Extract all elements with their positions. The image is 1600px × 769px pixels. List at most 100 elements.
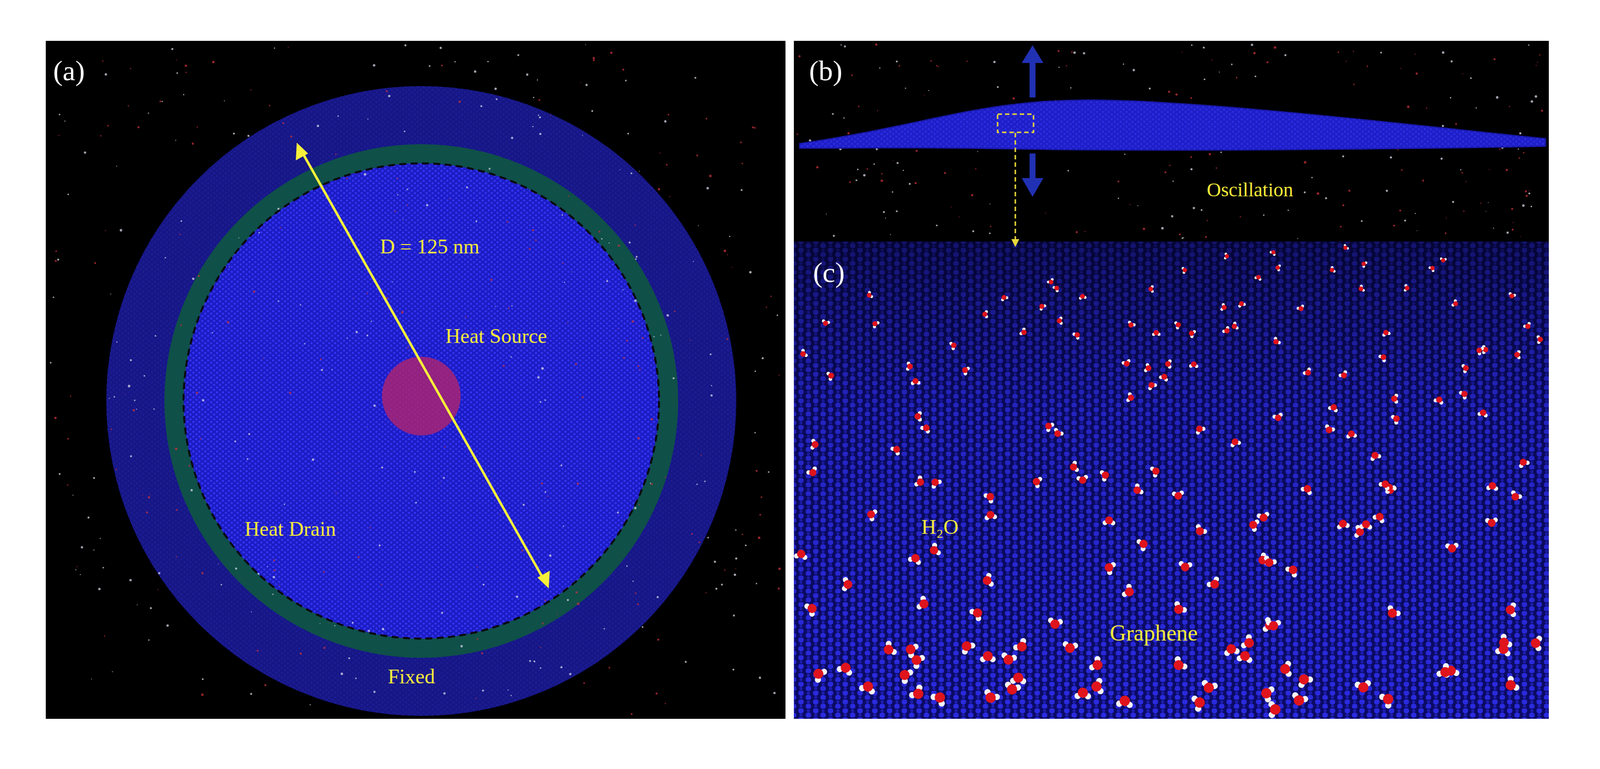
water-speck (936, 224, 939, 227)
water-speck (650, 482, 652, 484)
water-molecule (1495, 632, 1514, 652)
fixed-lattice (106, 86, 737, 717)
oxygen-atom (1194, 424, 1205, 434)
oxygen-atom (861, 680, 875, 693)
water-molecule (1149, 464, 1162, 479)
water-speck (319, 623, 321, 625)
water-speck (1183, 237, 1185, 239)
water-molecule (979, 651, 996, 663)
water-molecule (982, 310, 989, 319)
water-speck (923, 94, 925, 96)
water-speck (884, 217, 886, 219)
water-molecule (1101, 559, 1117, 577)
water-speck (148, 639, 150, 642)
water-molecule (1516, 456, 1531, 470)
water-speck (449, 198, 451, 200)
water-speck (726, 338, 729, 341)
water-speck (855, 179, 858, 182)
water-speck (1525, 194, 1528, 197)
oxygen-atom (1224, 253, 1230, 259)
water-molecule (1115, 694, 1134, 709)
oxygen-atom (1514, 351, 1520, 358)
water-speck (367, 629, 371, 633)
water-speck (79, 574, 81, 576)
water-speck (91, 678, 93, 680)
water-speck (592, 57, 596, 60)
water-speck (598, 230, 601, 233)
water-speck (66, 484, 69, 486)
oxygen-atom (871, 320, 879, 328)
oxygen-atom (1248, 519, 1258, 530)
water-molecule (905, 361, 914, 372)
water-speck (1190, 97, 1193, 100)
region-label: Heat Drain (244, 517, 336, 541)
oxygen-atom (912, 377, 919, 385)
oxygen-atom (981, 575, 993, 587)
oxygen-atom (1524, 322, 1532, 330)
water-speck (1070, 51, 1073, 53)
water-speck (796, 133, 799, 135)
water-speck (403, 130, 406, 132)
water-speck (574, 363, 577, 366)
water-molecule (1294, 670, 1315, 690)
oxygen-atom (1488, 481, 1497, 490)
water-speck (989, 225, 992, 227)
water-speck (277, 300, 280, 303)
water-speck (57, 258, 60, 261)
oxygen-atom (843, 579, 853, 590)
water-molecule (1268, 700, 1282, 719)
water-molecule (1164, 359, 1172, 369)
water-speck (124, 393, 126, 395)
water-speck (212, 60, 215, 63)
water-speck (1530, 100, 1534, 103)
water-speck (110, 428, 113, 431)
water-speck (537, 114, 540, 117)
water-speck (566, 322, 568, 324)
water-speck (1511, 228, 1514, 231)
water-speck (735, 557, 738, 560)
water-speck (632, 580, 634, 582)
water-speck (844, 45, 847, 48)
water-molecule (1074, 687, 1092, 700)
water-speck (487, 61, 489, 63)
oxygen-atom (1100, 470, 1111, 480)
water-speck (840, 44, 842, 46)
water-speck (1129, 204, 1131, 206)
water-speck (232, 132, 235, 135)
oxygen-atom (1258, 513, 1269, 523)
panel-letter: (b) (809, 55, 843, 87)
oxygen-atom (1438, 665, 1453, 680)
water-speck (1235, 76, 1238, 79)
water-speck (373, 63, 376, 67)
water-speck (97, 588, 101, 591)
oxygen-atom (1280, 663, 1291, 675)
water-molecule (1130, 482, 1145, 498)
water-speck (175, 556, 178, 558)
water-speck (346, 177, 348, 180)
water-molecule (1433, 395, 1445, 406)
water-speck (201, 572, 204, 575)
water-speck (709, 174, 712, 178)
water-speck (1416, 230, 1418, 232)
water-molecule (1444, 542, 1459, 554)
water-molecule (948, 340, 958, 351)
water-speck (322, 570, 325, 573)
water-speck (539, 647, 542, 649)
water-speck (778, 567, 781, 570)
water-molecule (1289, 691, 1310, 709)
water-speck (510, 136, 514, 140)
oxygen-atom (827, 372, 835, 380)
water-speck (851, 74, 853, 76)
water-speck (1522, 204, 1525, 207)
oxygen-atom (1286, 564, 1300, 577)
water-speck (706, 187, 709, 190)
water-molecule (1261, 555, 1278, 570)
water-speck (1461, 172, 1464, 174)
water-speck (733, 573, 737, 577)
water-speck (334, 625, 336, 627)
water-speck (257, 572, 260, 575)
water-speck (761, 357, 764, 360)
oxygen-atom (971, 606, 984, 620)
